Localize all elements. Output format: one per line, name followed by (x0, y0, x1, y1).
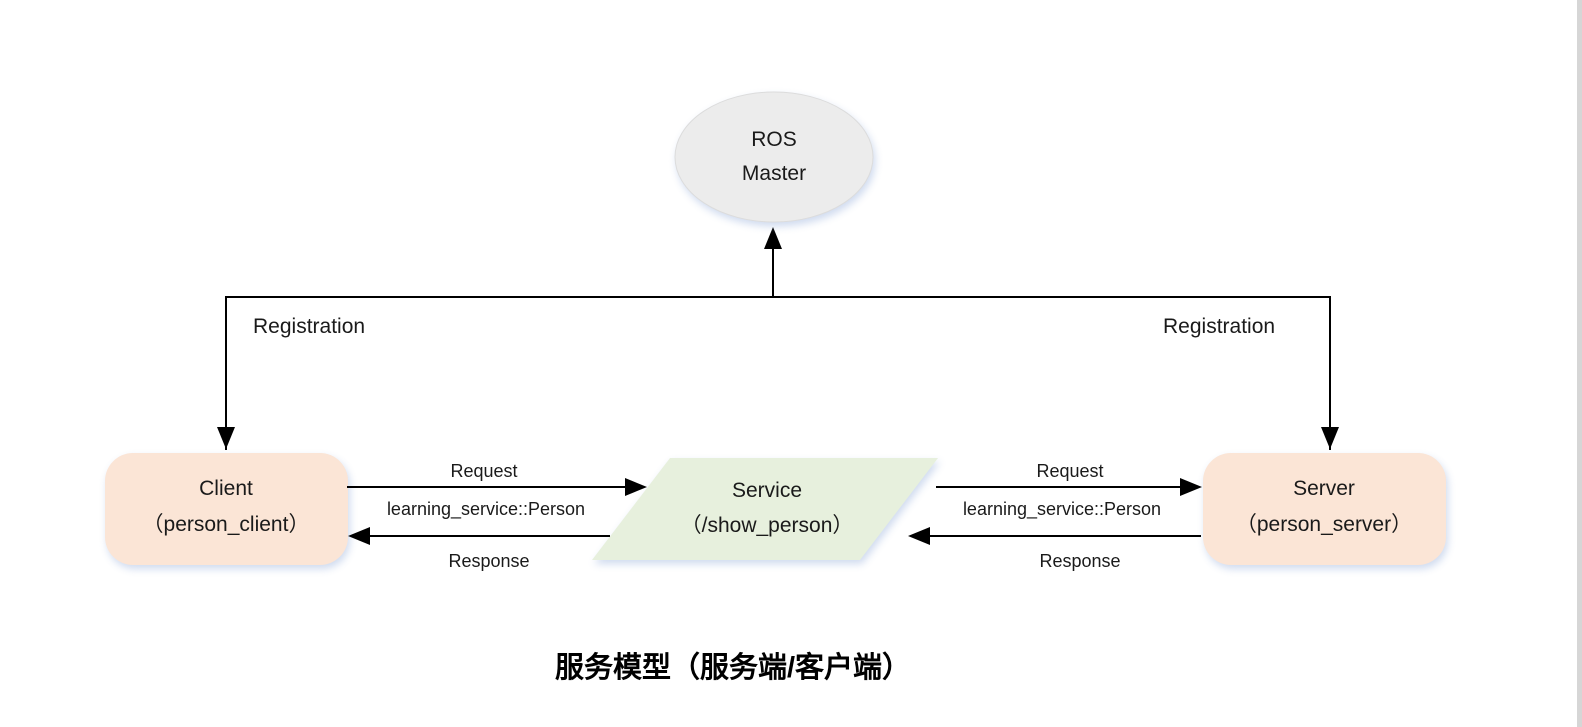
client-label-line2: （person_client） (143, 513, 310, 536)
server-node: Server （person_server） (1203, 453, 1446, 565)
client-node: Client （person_client） (105, 453, 348, 565)
service-label-line1: Service (732, 479, 802, 502)
server-label-line2: （person_server） (1236, 513, 1412, 536)
server-rect (1203, 453, 1446, 565)
server-label-line1: Server (1293, 477, 1355, 500)
server-request-label: Request (1036, 461, 1103, 481)
registration-label-right: Registration (1163, 315, 1275, 338)
client-label-line1: Client (199, 477, 253, 500)
registration-connector (217, 227, 1339, 450)
service-parallelogram (592, 458, 938, 560)
registration-label-left: Registration (253, 315, 365, 338)
client-service-link: Request learning_service::Person Respons… (347, 461, 647, 571)
service-label-line2: （/show_person） (681, 514, 854, 537)
ros-master-label-line2: Master (742, 162, 806, 185)
scrollbar-track[interactable] (1577, 0, 1582, 727)
ros-master-ellipse (674, 91, 874, 223)
service-server-link: Request learning_service::Person Respons… (908, 461, 1202, 571)
diagram-caption: 服务模型（服务端/客户端） (555, 650, 911, 684)
service-node: Service （/show_person） (592, 458, 938, 560)
ros-master-label-line1: ROS (751, 128, 797, 151)
client-response-label: Response (448, 551, 529, 571)
server-response-label: Response (1039, 551, 1120, 571)
client-rect (105, 453, 348, 565)
server-type-label: learning_service::Person (963, 499, 1161, 520)
client-request-label: Request (450, 461, 517, 481)
client-type-label: learning_service::Person (387, 499, 585, 520)
ros-master-node: ROS Master (674, 91, 874, 223)
